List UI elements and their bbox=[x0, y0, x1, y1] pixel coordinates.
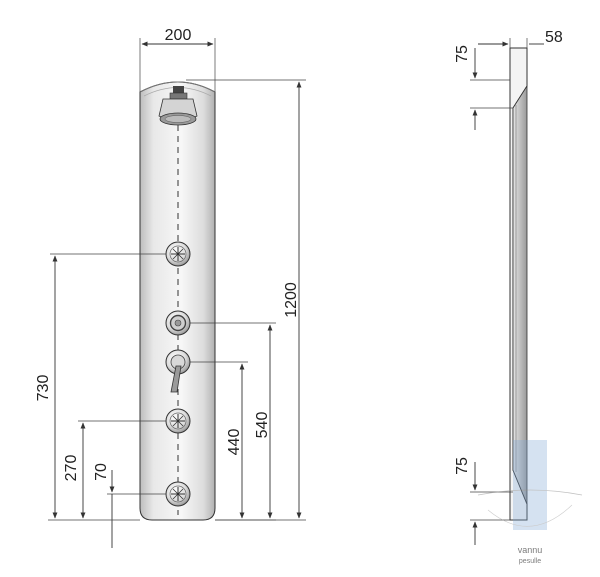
panel-top-cap bbox=[139, 81, 216, 93]
watermark-bar bbox=[513, 440, 547, 530]
dimension-70: 70 bbox=[93, 463, 166, 548]
dimension-width: 200 bbox=[139, 27, 216, 92]
mixer-lever-icon bbox=[165, 349, 191, 393]
body-jet-icon bbox=[165, 408, 191, 434]
watermark-subtext: pesulle bbox=[519, 558, 541, 565]
dimension-depth: 58 bbox=[478, 29, 563, 48]
dimension-730: 730 bbox=[35, 253, 166, 519]
watermark-logo: vannu pesulle bbox=[477, 440, 583, 565]
dimension-440: 440 bbox=[190, 361, 248, 519]
dimension-label-bottom: 75 bbox=[454, 457, 471, 475]
dimension-label-depth: 58 bbox=[545, 29, 563, 46]
dimension-label-width: 200 bbox=[165, 27, 192, 44]
front-view: 200 1200 540 440 730 bbox=[35, 27, 306, 548]
diverter-knob-icon bbox=[165, 310, 191, 336]
dimension-top-75: 75 bbox=[454, 45, 513, 130]
dimension-label-70: 70 bbox=[93, 463, 110, 481]
dimension-label-top: 75 bbox=[454, 45, 471, 63]
watermark-text: vannu bbox=[518, 545, 543, 555]
dimension-bottom-75: 75 bbox=[454, 457, 513, 545]
dimension-label-height: 1200 bbox=[283, 282, 300, 318]
dimension-label-730: 730 bbox=[35, 375, 52, 402]
body-jet-icon bbox=[165, 241, 191, 267]
dimension-540: 540 bbox=[190, 322, 276, 519]
dimension-label-440: 440 bbox=[226, 429, 243, 456]
dimension-label-540: 540 bbox=[254, 412, 271, 439]
shower-head-icon bbox=[158, 86, 198, 126]
body-jet-icon bbox=[165, 481, 191, 507]
dimension-label-270: 270 bbox=[63, 455, 80, 482]
dimension-270: 270 bbox=[63, 420, 166, 519]
side-view: 58 75 75 bbox=[454, 29, 563, 545]
